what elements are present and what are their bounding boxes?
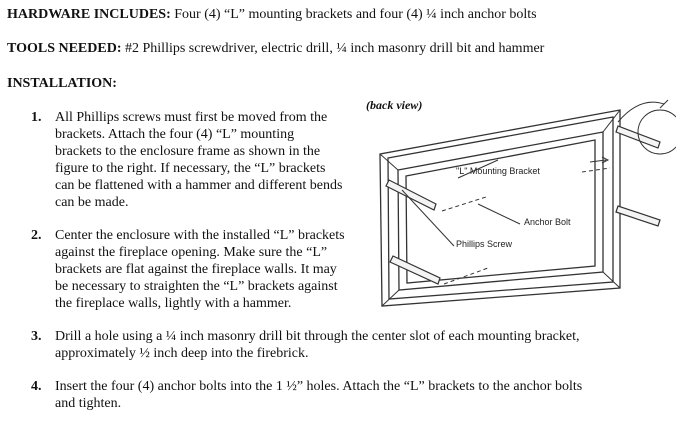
anchor-bolt-arrow (589, 156, 610, 164)
bracket-lower-left (389, 255, 441, 285)
step-2: 2. Center the enclosure with the install… (31, 227, 345, 312)
tools-line: TOOLS NEEDED: #2 Phillips screwdriver, e… (7, 40, 544, 58)
bracket-upper-left (385, 179, 437, 211)
installation-heading: INSTALLATION: (7, 76, 117, 91)
tools-text: #2 Phillips screwdriver, electric drill,… (121, 41, 545, 56)
step-number: 1. (31, 110, 42, 125)
bracket-hidden-line (441, 196, 487, 212)
detail-circle (637, 109, 676, 155)
label-phillips-screw: Phillips Screw (456, 239, 513, 249)
bracket-lower-right (615, 205, 661, 227)
leader-bracket (457, 159, 499, 179)
step-number: 4. (31, 379, 42, 394)
step-text: Insert the four (4) anchor bolts into th… (55, 379, 583, 411)
hardware-line: HARDWARE INCLUDES: Four (4) “L” mounting… (7, 6, 537, 24)
label-mounting-bracket: "L" Mounting Bracket (456, 166, 540, 176)
enclosure-inner-edge (405, 139, 596, 284)
step-text: All Phillips screws must first be moved … (55, 110, 343, 210)
step-text: Center the enclosure with the installed … (55, 228, 345, 311)
detail-leader-top (617, 101, 665, 123)
enclosure-inner-frame (397, 131, 604, 291)
step-4: 4. Insert the four (4) anchor bolts into… (31, 378, 583, 412)
step-text: Drill a hole using a ¼ inch masonry dril… (55, 329, 580, 361)
leader-screw (401, 189, 455, 247)
back-view-figure: (back view) "L" Mounting Bracket Anchor … (358, 92, 676, 322)
hardware-heading: HARDWARE INCLUDES: (7, 7, 171, 22)
figure-caption: (back view) (366, 98, 423, 112)
leader-anchor (477, 203, 521, 225)
step-1: 1. All Phillips screws must first be mov… (31, 109, 343, 211)
enclosure-outer-frame (379, 109, 621, 307)
tools-heading: TOOLS NEEDED: (7, 41, 122, 56)
enclosure-diagram (379, 99, 676, 307)
hardware-text: Four (4) “L” mounting brackets and four … (170, 7, 537, 22)
bracket-upper-right (615, 125, 661, 149)
step-number: 3. (31, 329, 42, 344)
step-number: 2. (31, 228, 42, 243)
step-3: 3. Drill a hole using a ¼ inch masonry d… (31, 328, 580, 362)
label-anchor-bolt: Anchor Bolt (524, 217, 571, 227)
